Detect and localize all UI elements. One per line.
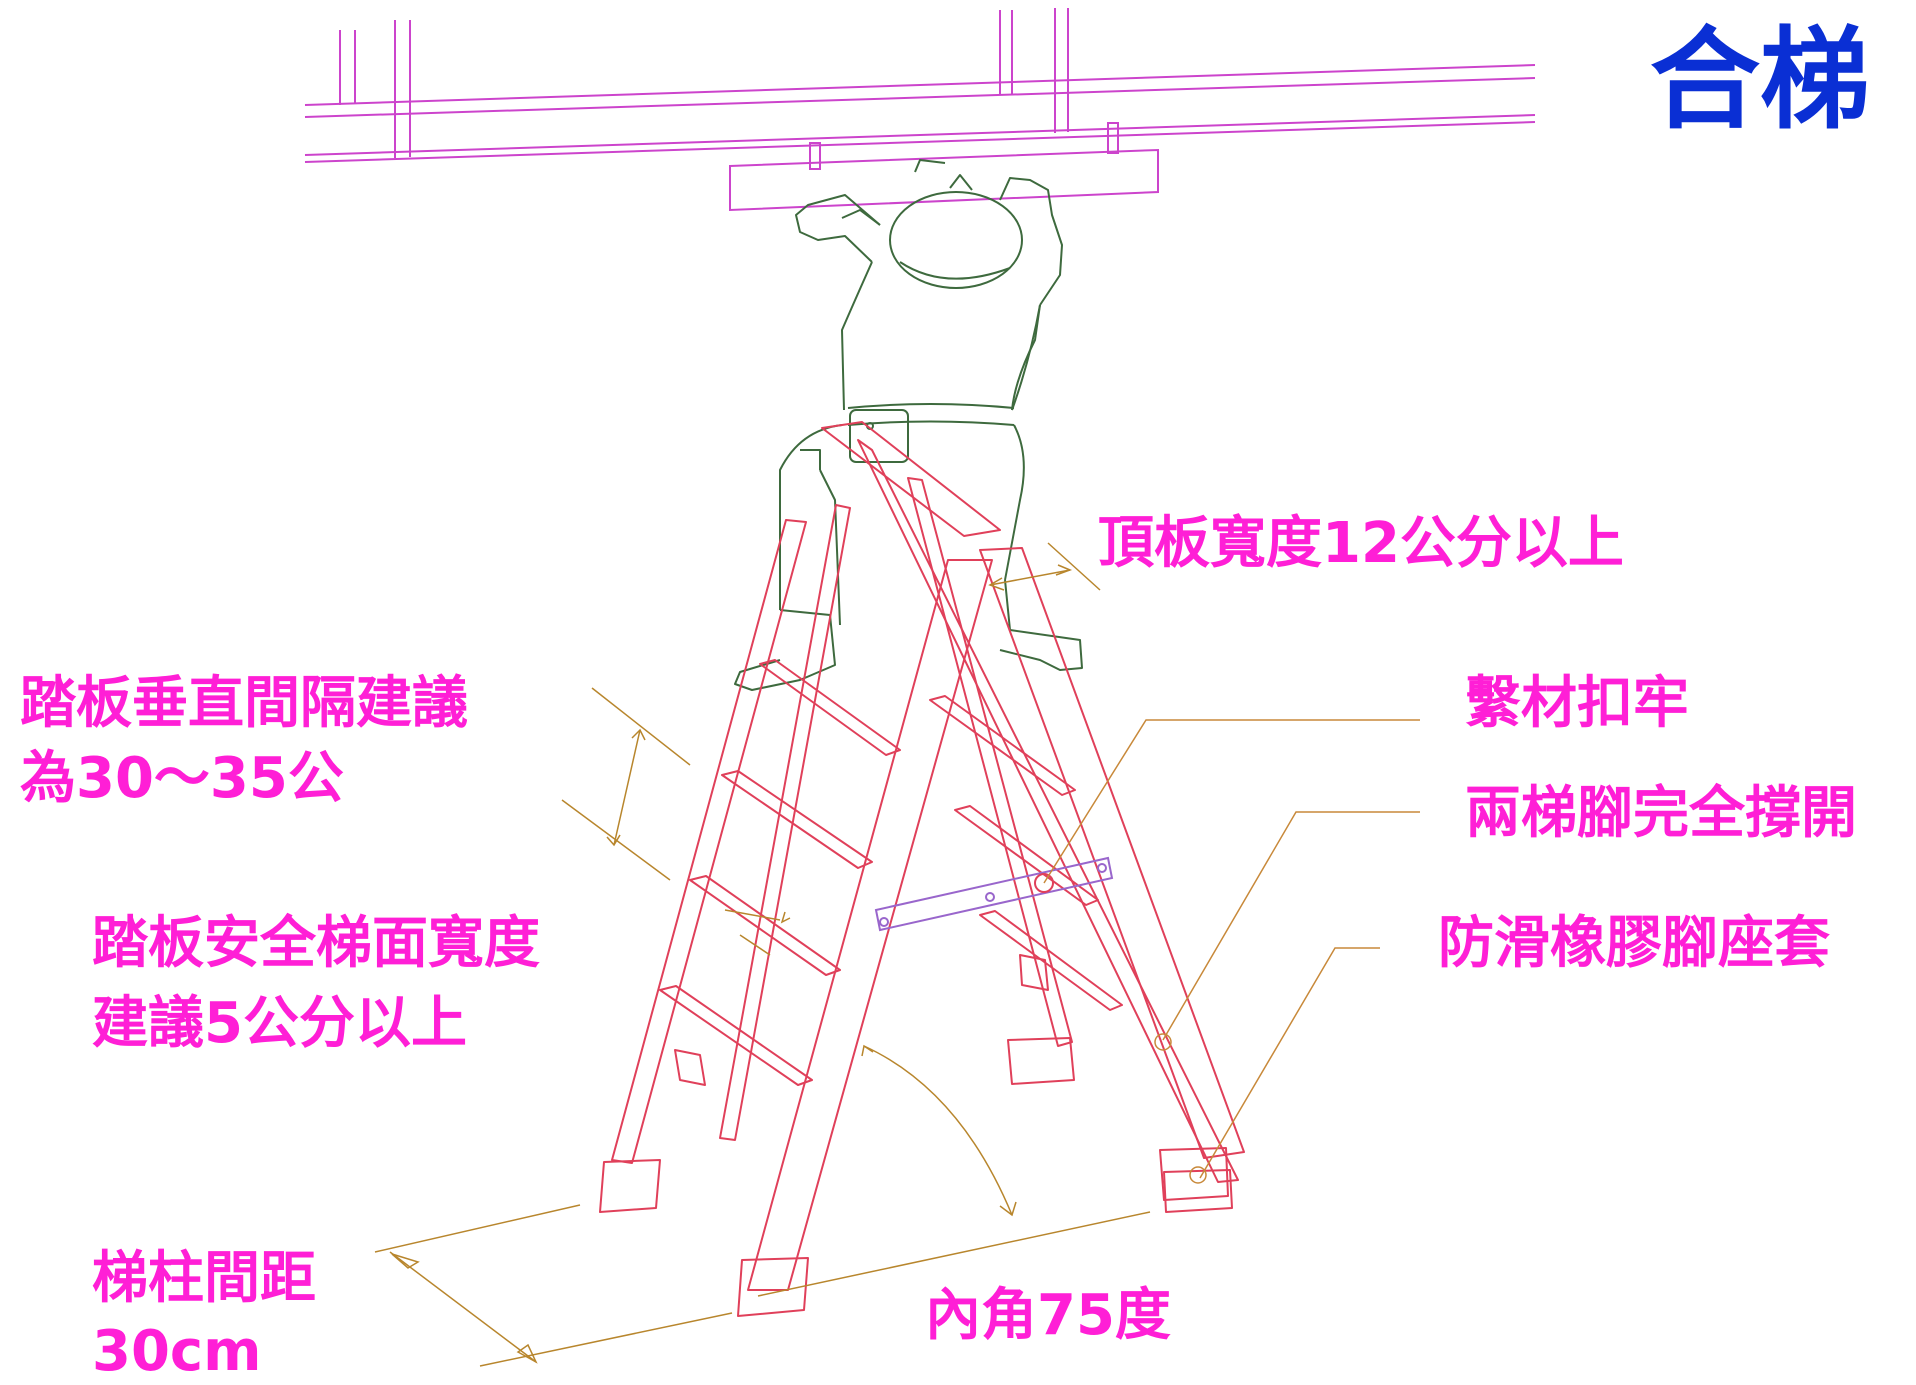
tread-width-label-line1: 踏板安全梯面寬度 bbox=[92, 911, 540, 976]
leg-spacing-label-line1: 梯柱間距 bbox=[92, 1246, 316, 1311]
page-title: 合梯 bbox=[1650, 16, 1870, 144]
spreader-brace bbox=[874, 856, 1114, 932]
tread-spacing-label-line2: 為30～35公 bbox=[20, 746, 344, 811]
dimension-lines bbox=[374, 542, 1151, 1367]
leader-lines bbox=[1043, 719, 1420, 1184]
worker-icon bbox=[734, 159, 1083, 691]
step-ladder-icon bbox=[599, 421, 1245, 1317]
ceiling-beam-icon bbox=[304, 8, 1536, 212]
anti-slip-label: 防滑橡膠腳座套 bbox=[1438, 911, 1830, 976]
tread-width-label-line2: 建議5公分以上 bbox=[92, 991, 467, 1056]
tie-secure-label: 繫材扣牢 bbox=[1465, 671, 1689, 736]
inner-angle-label: 內角75度 bbox=[925, 1283, 1171, 1348]
leg-spacing-label-line2: 30cm bbox=[92, 1319, 262, 1384]
tread-spacing-label-line1: 踏板垂直間隔建議 bbox=[20, 671, 468, 736]
legs-open-label: 兩梯腳完全撐開 bbox=[1465, 781, 1857, 846]
top-board-label: 頂板寬度12公分以上 bbox=[1098, 511, 1624, 576]
